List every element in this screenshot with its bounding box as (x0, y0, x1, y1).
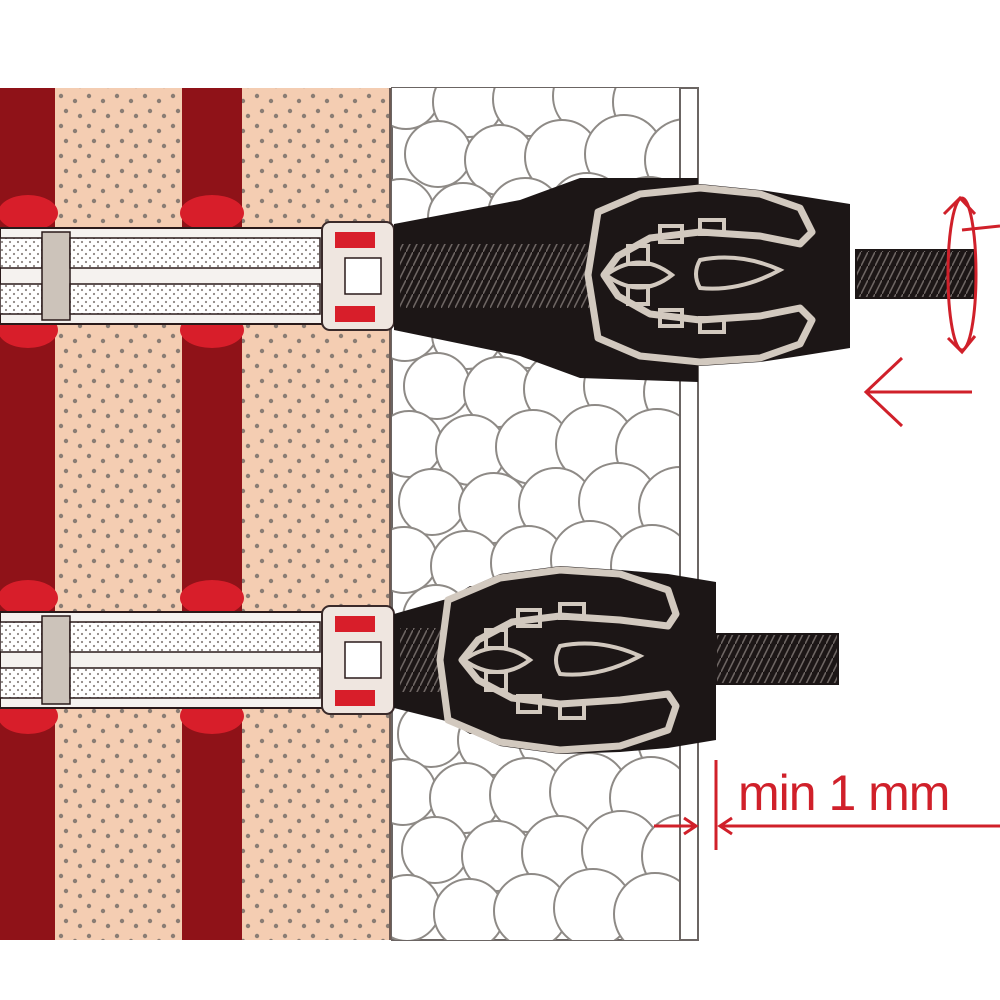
gap-dimension-label: min 1 mm (738, 765, 949, 821)
rotate-arrow-icon (942, 195, 1000, 355)
drill-hole-edge (0, 580, 58, 616)
insulation-bead (404, 120, 472, 188)
screw-shaft (855, 249, 975, 299)
dimension-arrows-icon (654, 760, 1000, 850)
anchor-thread (400, 244, 590, 308)
expansion-head (585, 184, 850, 366)
expansion-head (440, 566, 716, 754)
drill-hole-edge (180, 195, 244, 231)
screw-shaft (715, 633, 839, 685)
anchor-upper (0, 178, 975, 382)
insulation-bead (403, 352, 471, 420)
drill-hole-edge (180, 580, 244, 616)
insulation-bead (401, 816, 469, 884)
insulation-bead (398, 468, 466, 536)
drill-hole-edge (0, 195, 58, 231)
anchor-lower (0, 566, 839, 754)
left-arrow-icon (863, 356, 972, 428)
